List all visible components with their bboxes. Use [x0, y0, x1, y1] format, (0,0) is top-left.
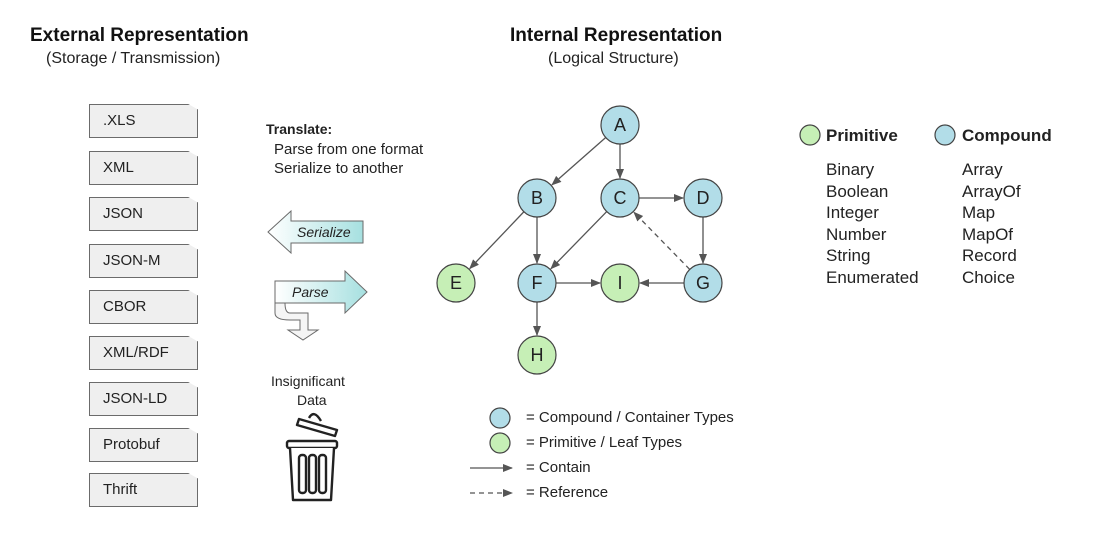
- internal-title: Internal Representation: [510, 25, 723, 46]
- primitive-type-item: String: [826, 246, 871, 266]
- node-b: B: [517, 178, 557, 218]
- node-circle: [600, 178, 640, 218]
- primitive-header-swatch: [799, 124, 821, 146]
- compound-type-item: Map: [962, 203, 996, 223]
- translate-heading: Translate:: [266, 121, 333, 137]
- compound-header-swatch: [934, 124, 956, 146]
- internal-subtitle: (Logical Structure): [548, 50, 679, 67]
- primitive-title: Primitive: [826, 126, 898, 145]
- format-box: JSON: [89, 197, 198, 231]
- insignificant-data-label-2: Data: [297, 392, 327, 408]
- compound-type-item: ArrayOf: [962, 181, 1021, 201]
- edge-a-b: [551, 137, 607, 186]
- format-box: Protobuf: [89, 428, 198, 462]
- format-box: .XLS: [89, 104, 198, 138]
- node-c: C: [600, 178, 640, 218]
- translate-parse-text: Parse from one format: [274, 141, 424, 158]
- edge-g-c: [633, 211, 691, 270]
- node-d: D: [683, 178, 723, 218]
- primitive-type-item: Number: [826, 224, 887, 244]
- node-circle: [436, 263, 476, 303]
- node-circle: [683, 263, 723, 303]
- serialize-label: Serialize: [297, 224, 351, 240]
- serialize-arrow: [267, 209, 364, 255]
- compound-type-item: Array: [962, 160, 1003, 179]
- translate-serialize-text: Serialize to another: [274, 160, 404, 177]
- format-box: XML: [89, 151, 198, 185]
- edge-b-e: [469, 211, 525, 270]
- primitive-type-item: Binary: [826, 160, 875, 179]
- node-label: F: [532, 273, 543, 293]
- node-label: D: [697, 188, 710, 208]
- edge-c-f: [550, 211, 608, 270]
- node-e: E: [436, 263, 476, 303]
- insignificant-data-label: Insignificant: [271, 373, 345, 389]
- node-circle: [517, 335, 557, 375]
- node-label: E: [450, 273, 462, 293]
- primitive-type-item: Boolean: [826, 181, 889, 201]
- node-label: B: [531, 188, 543, 208]
- format-box: Thrift: [89, 473, 198, 507]
- legend-primitive-swatch: [489, 432, 511, 454]
- legend-primitive-text: = Primitive / Leaf Types: [526, 434, 683, 451]
- legend-contain-text: = Contain: [526, 459, 591, 476]
- node-label: G: [696, 273, 710, 293]
- legend-compound-swatch: [489, 407, 511, 429]
- node-a: A: [600, 105, 640, 145]
- node-circle: [517, 178, 557, 218]
- node-label: I: [617, 273, 622, 293]
- node-circle: [683, 178, 723, 218]
- node-h: H: [517, 335, 557, 375]
- node-f: F: [517, 263, 557, 303]
- trash-icon: [285, 413, 339, 502]
- node-circle: [600, 263, 640, 303]
- legend-reference-text: = Reference: [526, 484, 609, 501]
- node-label: H: [531, 345, 544, 365]
- parse-discard-arrow: [274, 302, 320, 341]
- compound-type-item: MapOf: [962, 224, 1014, 244]
- format-box: XML/RDF: [89, 336, 198, 370]
- node-g: G: [683, 263, 723, 303]
- node-i: I: [600, 263, 640, 303]
- node-label: A: [614, 115, 626, 135]
- compound-title: Compound: [962, 126, 1052, 145]
- primitive-type-item: Integer: [826, 203, 879, 223]
- node-circle: [600, 105, 640, 145]
- compound-type-item: Record: [962, 246, 1017, 266]
- format-box: CBOR: [89, 290, 198, 324]
- parse-label: Parse: [292, 284, 329, 300]
- format-box: JSON-M: [89, 244, 198, 278]
- node-circle: [517, 263, 557, 303]
- compound-type-item: Choice: [962, 267, 1015, 287]
- external-title: External Representation: [30, 25, 249, 46]
- parse-arrow: [274, 269, 368, 315]
- node-label: C: [614, 188, 627, 208]
- format-box: JSON-LD: [89, 382, 198, 416]
- legend-compound-text: = Compound / Container Types: [526, 409, 734, 426]
- external-subtitle: (Storage / Transmission): [46, 50, 221, 67]
- primitive-type-item: Enumerated: [826, 267, 919, 287]
